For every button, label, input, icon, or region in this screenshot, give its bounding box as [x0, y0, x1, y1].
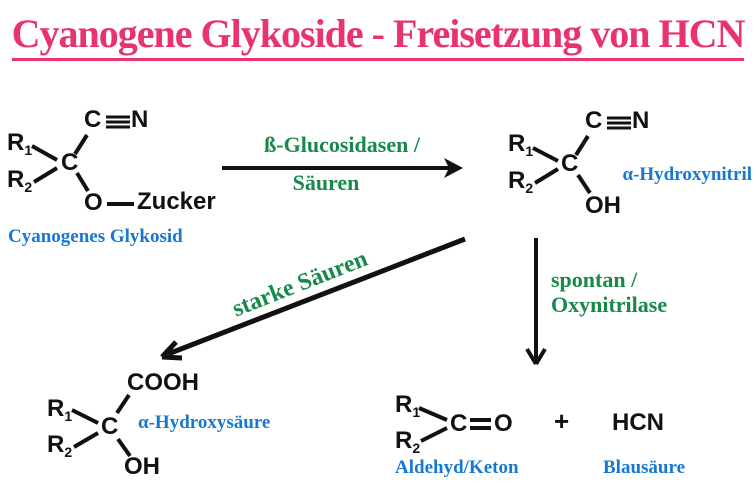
hydroxyl-group: OH — [585, 192, 621, 219]
r2-subscript: 2 — [412, 440, 421, 456]
nitrile-carbon: C — [585, 107, 603, 134]
bond-c-o — [75, 171, 90, 193]
hydroxynitrile-label: α-Hydroxynitril — [622, 164, 752, 185]
bond-r1-c — [532, 146, 559, 163]
glycoside-bonds — [31, 115, 134, 206]
bond-r1-c — [418, 406, 448, 422]
bond-r2-c — [533, 167, 560, 185]
bond-c-cooh — [115, 393, 131, 415]
r1-group: R1 — [7, 129, 33, 158]
r2-group: R2 — [47, 431, 73, 460]
r2-subscript: 2 — [525, 180, 534, 196]
r1-subscript: 1 — [64, 408, 73, 424]
glucosidase-caption-line2: Säuren — [292, 170, 360, 195]
hcn-label: Blausäure — [603, 457, 686, 478]
page-title: Cyanogene Glykoside - Freisetzung von HC… — [0, 13, 756, 61]
bond-r2-c — [72, 431, 100, 449]
nitrile-nitrogen: N — [632, 107, 650, 134]
strong-acid-arrow — [160, 236, 466, 361]
r1-subscript: 1 — [525, 143, 534, 159]
r-symbol: R — [395, 427, 413, 454]
arrow-head-arm — [525, 347, 538, 366]
arrow-head-arm — [161, 354, 183, 361]
hydroxyacid-label: α-Hydroxysäure — [138, 412, 271, 433]
central-carbon: C — [101, 413, 119, 440]
carbonyl-carbon: C — [450, 410, 468, 437]
central-carbon: C — [61, 149, 79, 176]
bond-c-nitrile — [574, 134, 590, 157]
arrow-head-arm — [534, 347, 547, 366]
sugar-group: Zucker — [137, 188, 216, 215]
spontaneous-caption-line2: Oxynitrilase — [551, 292, 668, 317]
r-symbol: R — [7, 129, 25, 156]
bond-r2-c — [420, 426, 448, 443]
hydroxynitrile-bonds — [532, 116, 631, 195]
hcn-formula: HCN — [612, 409, 664, 436]
r2-group: R2 — [395, 427, 421, 456]
r-symbol: R — [47, 395, 65, 422]
arrow-head-arm — [160, 340, 178, 359]
bond-c-nitrile — [73, 133, 89, 156]
r2-group: R2 — [7, 166, 33, 195]
oxygen: O — [84, 189, 103, 216]
carbonyl-bonds — [418, 406, 491, 443]
r2-group: R2 — [508, 167, 534, 196]
r-symbol: R — [395, 391, 413, 418]
bond-r1-c — [31, 144, 58, 162]
nitrile-nitrogen: N — [131, 106, 149, 133]
r1-subscript: 1 — [412, 404, 421, 420]
nitrile-carbon: C — [84, 106, 102, 133]
bond-c-oh — [116, 437, 132, 458]
central-carbon: C — [561, 150, 579, 177]
plus-sign: + — [554, 406, 570, 436]
glycoside-label: Cyanogenes Glykosid — [8, 226, 183, 247]
glucosidase-arrow — [222, 158, 463, 178]
arrow-head — [444, 158, 463, 178]
r1-group: R1 — [508, 130, 534, 159]
carbonyl-oxygen: O — [494, 410, 513, 437]
bond-c-oh — [576, 173, 592, 195]
hydroxyacid-bonds — [71, 393, 132, 458]
bond-r2-c — [32, 166, 59, 184]
carbonyl-label: Aldehyd/Keton — [395, 457, 519, 478]
bond-r1-c — [71, 408, 99, 425]
r1-group: R1 — [395, 391, 421, 420]
r-symbol: R — [47, 431, 65, 458]
hydroxyl-group: OH — [124, 453, 160, 480]
r-symbol: R — [508, 130, 526, 157]
r-symbol: R — [508, 167, 526, 194]
glucosidase-caption-line1: ß-Glucosidasen / — [264, 132, 420, 157]
arrow-shaft — [167, 236, 466, 357]
r2-subscript: 2 — [24, 179, 33, 195]
page-title-text: Cyanogene Glykoside - Freisetzung von HC… — [11, 13, 745, 61]
r-symbol: R — [7, 166, 25, 193]
r1-group: R1 — [47, 395, 73, 424]
spontaneous-caption-line1: spontan / — [551, 267, 638, 292]
r2-subscript: 2 — [64, 444, 73, 460]
spontaneous-arrow — [525, 238, 547, 366]
carboxyl-group: COOH — [127, 369, 199, 396]
r1-subscript: 1 — [24, 142, 33, 158]
